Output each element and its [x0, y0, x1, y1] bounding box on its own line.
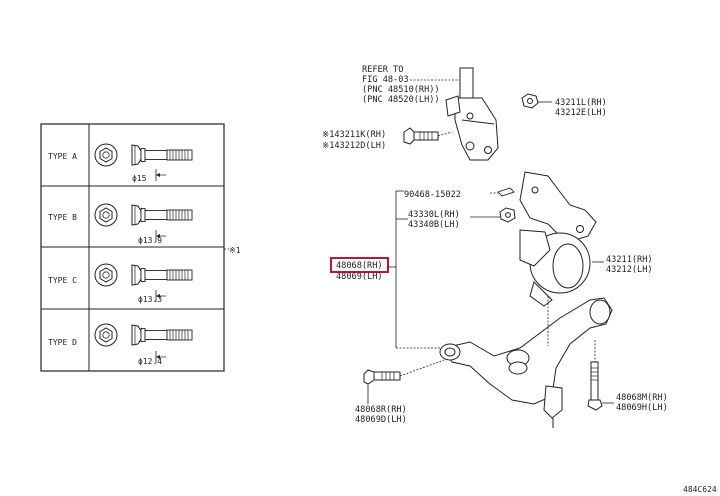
- bolt-side-view-icon: [131, 144, 193, 166]
- callout-48069D: 48069D(LH): [355, 415, 407, 425]
- callout-48069H: 48069H(LH): [616, 403, 668, 413]
- diameter-marker-icon: [155, 168, 167, 182]
- bolt-type-label: TYPE C: [48, 276, 77, 285]
- bolt-row-type-b: TYPE B ϕ13.9: [48, 203, 193, 245]
- cotter-pin-drawing: [497, 187, 515, 197]
- bolt-side-view-icon: [131, 204, 193, 226]
- bolt-diameter: ϕ15: [132, 174, 147, 183]
- callout-48068R: 48068R(RH): [355, 405, 407, 415]
- callout-48069-lh: 48069(LH): [336, 272, 383, 282]
- bolt-43211K-drawing: [403, 127, 439, 145]
- bolt-type-table: TYPE A ϕ15 TYPE B ϕ13.9 TYPE C ϕ13.3 TYP…: [40, 123, 241, 372]
- bolt-48068M-drawing: [587, 361, 603, 411]
- refer-line-1: REFER TO: [362, 65, 403, 75]
- bolt-end-view-icon: [94, 263, 118, 287]
- bolt-diameter: ϕ13.9: [138, 236, 162, 245]
- highlight-box: [330, 257, 389, 273]
- callout-90468: 90468-15022: [404, 190, 461, 200]
- bolt-side-view-icon: [131, 264, 193, 286]
- bolt-end-view-icon: [94, 323, 118, 347]
- refer-line-4: (PNC 48520(LH)): [362, 95, 440, 105]
- callout-43211K: ※143211K(RH): [322, 130, 386, 140]
- callout-43211: 43211(RH): [606, 255, 653, 265]
- refer-line-3: (PNC 48510(RH)): [362, 85, 440, 95]
- bolt-diameter: ϕ13.3: [138, 295, 162, 304]
- bolt-row-type-c: TYPE C ϕ13.3: [48, 263, 193, 304]
- bolt-type-label: TYPE B: [48, 213, 77, 222]
- bolt-type-label: TYPE D: [48, 338, 77, 347]
- callout-48068M: 48068M(RH): [616, 393, 668, 403]
- bolt-row-type-a: TYPE A ϕ15: [48, 143, 193, 183]
- bolt-48068R-drawing: [363, 369, 401, 385]
- table-marker: ※1: [229, 246, 241, 255]
- callout-43211L: 43211L(RH): [555, 98, 607, 108]
- bolt-side-view-icon: [131, 324, 193, 346]
- bolt-row-type-d: TYPE D ϕ12.4: [48, 323, 193, 366]
- callout-leader-48068: [388, 190, 440, 349]
- nut-43211L-drawing: [521, 93, 539, 109]
- lower-control-arm-drawing: [439, 297, 613, 428]
- strut-assembly-drawing: [445, 67, 499, 161]
- figure-code: 484C624: [683, 485, 717, 494]
- callout-43212: 43212(LH): [606, 265, 653, 275]
- callout-43212E: 43212E(LH): [555, 108, 607, 118]
- bolt-end-view-icon: [94, 203, 118, 227]
- refer-line-2: FIG 48-03: [362, 75, 409, 85]
- callout-43212D: ※143212D(LH): [322, 141, 386, 151]
- callout-43330L: 43330L(RH): [408, 210, 460, 220]
- steering-knuckle-drawing: [519, 171, 597, 307]
- bolt-type-label: TYPE A: [48, 152, 77, 161]
- bolt-diameter: ϕ12.4: [138, 357, 162, 366]
- bolt-end-view-icon: [94, 143, 118, 167]
- nut-43330L-drawing: [499, 207, 516, 223]
- refer-note: REFER TO FIG 48-03 (PNC 48510(RH)) (PNC …: [362, 65, 460, 105]
- callout-48068-rh[interactable]: 48068(RH): [336, 261, 383, 271]
- callout-43340B: 43340B(LH): [408, 220, 460, 230]
